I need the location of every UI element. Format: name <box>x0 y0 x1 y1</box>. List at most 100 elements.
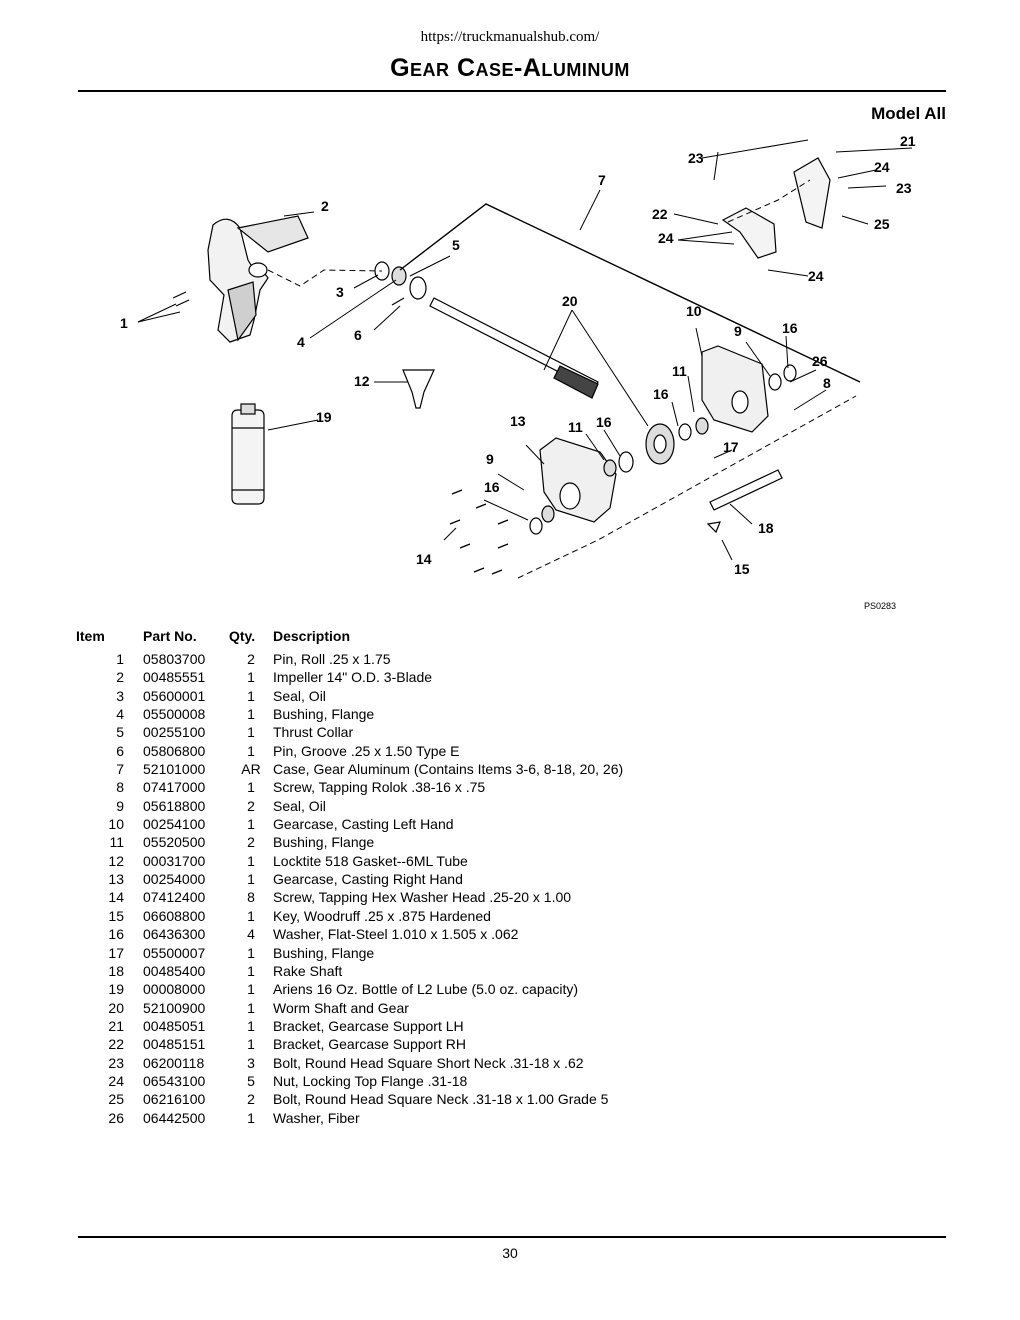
row-part-no: 05618800 <box>143 797 206 814</box>
callout-6: 6 <box>354 327 362 343</box>
bottom-rule <box>78 1236 946 1238</box>
callout-11a: 11 <box>672 363 687 379</box>
row-qty: 4 <box>247 926 255 943</box>
row-part-no: 00485400 <box>143 962 206 979</box>
row-description: Washer, Flat-Steel 1.010 x 1.505 x .062 <box>273 926 519 943</box>
callout-9a: 9 <box>734 323 742 339</box>
row-item: 26 <box>108 1109 124 1126</box>
row-description: Screw, Tapping Rolok .38-16 x .75 <box>273 779 486 796</box>
row-part-no: 00255100 <box>143 724 206 741</box>
row-qty: 1 <box>247 1036 255 1053</box>
row-item: 14 <box>108 889 124 906</box>
row-description: Gearcase, Casting Right Hand <box>273 871 463 888</box>
callout-21: 21 <box>900 133 916 149</box>
callout-9b: 9 <box>486 451 494 467</box>
row-qty: AR <box>241 761 261 778</box>
row-item: 4 <box>116 706 124 723</box>
row-part-no: 06442500 <box>143 1109 206 1126</box>
callout-25: 25 <box>874 216 890 232</box>
left-gearcase-drawing <box>701 345 769 433</box>
row-description: Washer, Fiber <box>273 1109 360 1126</box>
row-part-no: 05520500 <box>143 834 206 851</box>
gear-case-group-bracket <box>399 203 861 383</box>
row-qty: 1 <box>247 724 255 741</box>
row-item: 7 <box>116 761 124 778</box>
row-description: Bolt, Round Head Square Neck .31-18 x 1.… <box>273 1091 609 1108</box>
row-qty: 1 <box>247 944 255 961</box>
row-part-no: 06200118 <box>143 1054 205 1071</box>
row-part-no: 05500007 <box>143 944 206 961</box>
row-item: 1 <box>116 651 124 667</box>
row-part-no: 52100900 <box>143 999 206 1016</box>
row-part-no: 06436300 <box>143 926 206 943</box>
row-description: Screw, Tapping Hex Washer Head .25-20 x … <box>273 889 572 906</box>
row-item: 6 <box>116 742 124 759</box>
callout-15: 15 <box>734 561 750 577</box>
row-qty: 1 <box>247 852 255 869</box>
row-item: 18 <box>108 962 124 979</box>
row-qty: 1 <box>247 981 255 998</box>
callout-16a: 16 <box>782 320 798 336</box>
row-qty: 1 <box>247 669 255 686</box>
row-description: Seal, Oil <box>273 687 326 704</box>
top-rule <box>78 90 946 92</box>
callout-26: 26 <box>812 353 828 369</box>
row-description: Key, Woodruff .25 x .875 Hardened <box>273 907 491 924</box>
support-bracket-right-drawing <box>721 207 777 259</box>
callout-16d: 16 <box>484 479 500 495</box>
row-item: 13 <box>108 871 124 888</box>
callout-14: 14 <box>416 551 432 567</box>
row-part-no: 05803700 <box>143 651 206 667</box>
row-qty: 2 <box>247 651 255 667</box>
row-item: 16 <box>108 926 124 943</box>
row-description: Case, Gear Aluminum (Contains Items 3-6,… <box>273 761 624 778</box>
row-qty: 2 <box>247 834 255 851</box>
row-item: 23 <box>108 1054 124 1071</box>
row-qty: 1 <box>247 706 255 723</box>
row-qty: 1 <box>247 871 255 888</box>
row-part-no: 00485151 <box>143 1036 206 1053</box>
row-part-no: 06608800 <box>143 907 206 924</box>
diagram-parts <box>172 157 831 575</box>
page-title: Gear Case-Aluminum <box>390 54 630 82</box>
callout-7: 7 <box>598 172 606 188</box>
row-description: Impeller 14" O.D. 3-Blade <box>273 669 433 686</box>
row-qty: 1 <box>247 687 255 704</box>
exploded-parts-diagram: 1 2 3 4 5 6 7 8 9 9 10 11 11 12 13 14 15… <box>120 133 916 579</box>
right-gearcase-drawing <box>539 437 617 523</box>
row-qty: 1 <box>247 816 255 833</box>
row-part-no: 05806800 <box>143 742 206 759</box>
callout-16b: 16 <box>653 386 669 402</box>
row-part-no: 06543100 <box>143 1072 206 1089</box>
locktite-tube-drawing <box>402 369 435 409</box>
callout-12: 12 <box>354 373 370 389</box>
row-description: Bushing, Flange <box>273 834 375 851</box>
callout-13: 13 <box>510 413 526 429</box>
row-item: 8 <box>116 779 124 796</box>
row-item: 5 <box>116 724 124 741</box>
row-qty: 2 <box>247 1091 255 1108</box>
diagram-code: PS0283 <box>863 601 896 611</box>
row-part-no: 00008000 <box>143 981 206 998</box>
leader-lines <box>137 139 913 561</box>
row-qty: 1 <box>247 1109 255 1126</box>
callout-24b: 24 <box>658 230 674 246</box>
callout-4: 4 <box>297 334 305 350</box>
header-part-no: Part No. <box>143 628 197 644</box>
callout-10: 10 <box>686 303 702 319</box>
